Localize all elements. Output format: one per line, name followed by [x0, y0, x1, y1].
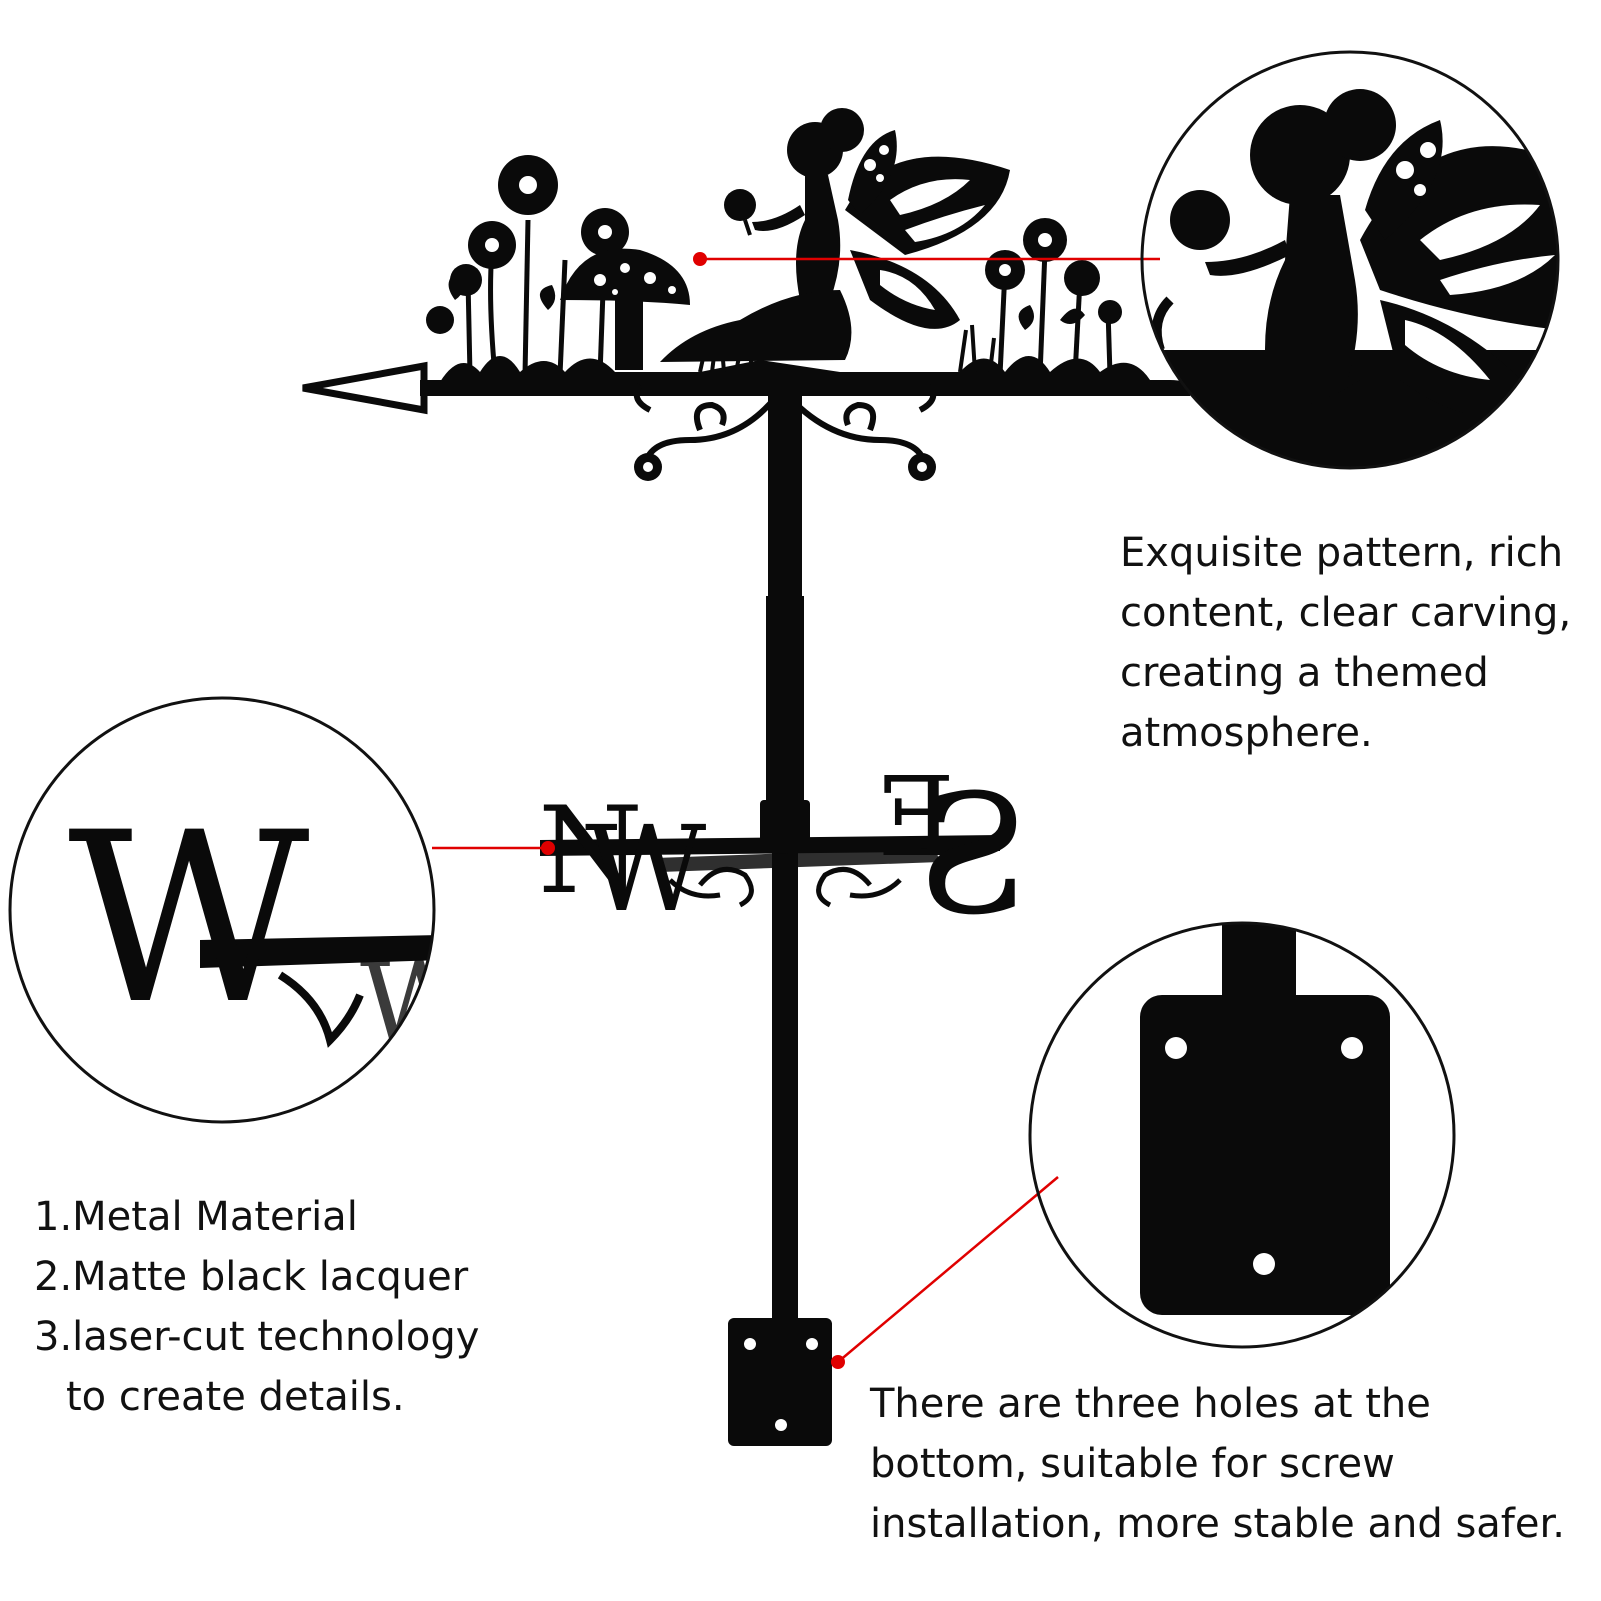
weathervane: N W E S: [302, 108, 1191, 1446]
feature-line: 3.laser-cut technology: [34, 1314, 480, 1360]
caption-line: atmosphere.: [1120, 710, 1373, 756]
compass-hub: [760, 800, 810, 848]
feature-line: to create details.: [66, 1374, 405, 1420]
caption-features: 1.Metal Material 2.Matte black lacquer 3…: [34, 1187, 479, 1427]
feature-line: 1.Metal Material: [34, 1194, 358, 1240]
compass-letter-s: S: [917, 759, 1030, 951]
zoom-letter-w: W: [68, 783, 310, 1056]
caption-line: creating a themed: [1120, 650, 1489, 696]
scroll-ornaments: [633, 383, 937, 466]
zoom-letter-w-small: W: [360, 938, 473, 1066]
arrow-head: [302, 361, 428, 415]
compass-letter-w: W: [585, 800, 706, 938]
leader-lines: [432, 252, 1160, 1369]
caption-holes: There are three holes at the bottom, sui…: [870, 1374, 1565, 1554]
feature-line: 2.Matte black lacquer: [34, 1254, 469, 1300]
fairy-silhouette: [660, 108, 1010, 362]
caption-line: content, clear carving,: [1120, 590, 1572, 636]
caption-pattern: Exquisite pattern, rich content, clear c…: [1120, 523, 1571, 763]
butterfly-wings: [845, 130, 1010, 329]
zoom-circle-fairy: [1140, 50, 1560, 470]
zoom-circle-plate: [1028, 921, 1456, 1349]
caption-line: There are three holes at the: [870, 1381, 1431, 1427]
compass-letter-n: N: [538, 782, 643, 921]
compass-letter-e: E: [875, 753, 955, 881]
caption-line: installation, more stable and safer.: [870, 1501, 1565, 1547]
pole: [768, 396, 802, 596]
caption-line: bottom, suitable for screw: [870, 1441, 1395, 1487]
mushroom-cap: [560, 248, 690, 305]
mounting-plate: [728, 1318, 832, 1446]
zoom-circle-letter: W W: [8, 696, 473, 1124]
caption-line: Exquisite pattern, rich: [1120, 530, 1564, 576]
arrow-bar: [420, 380, 1191, 396]
